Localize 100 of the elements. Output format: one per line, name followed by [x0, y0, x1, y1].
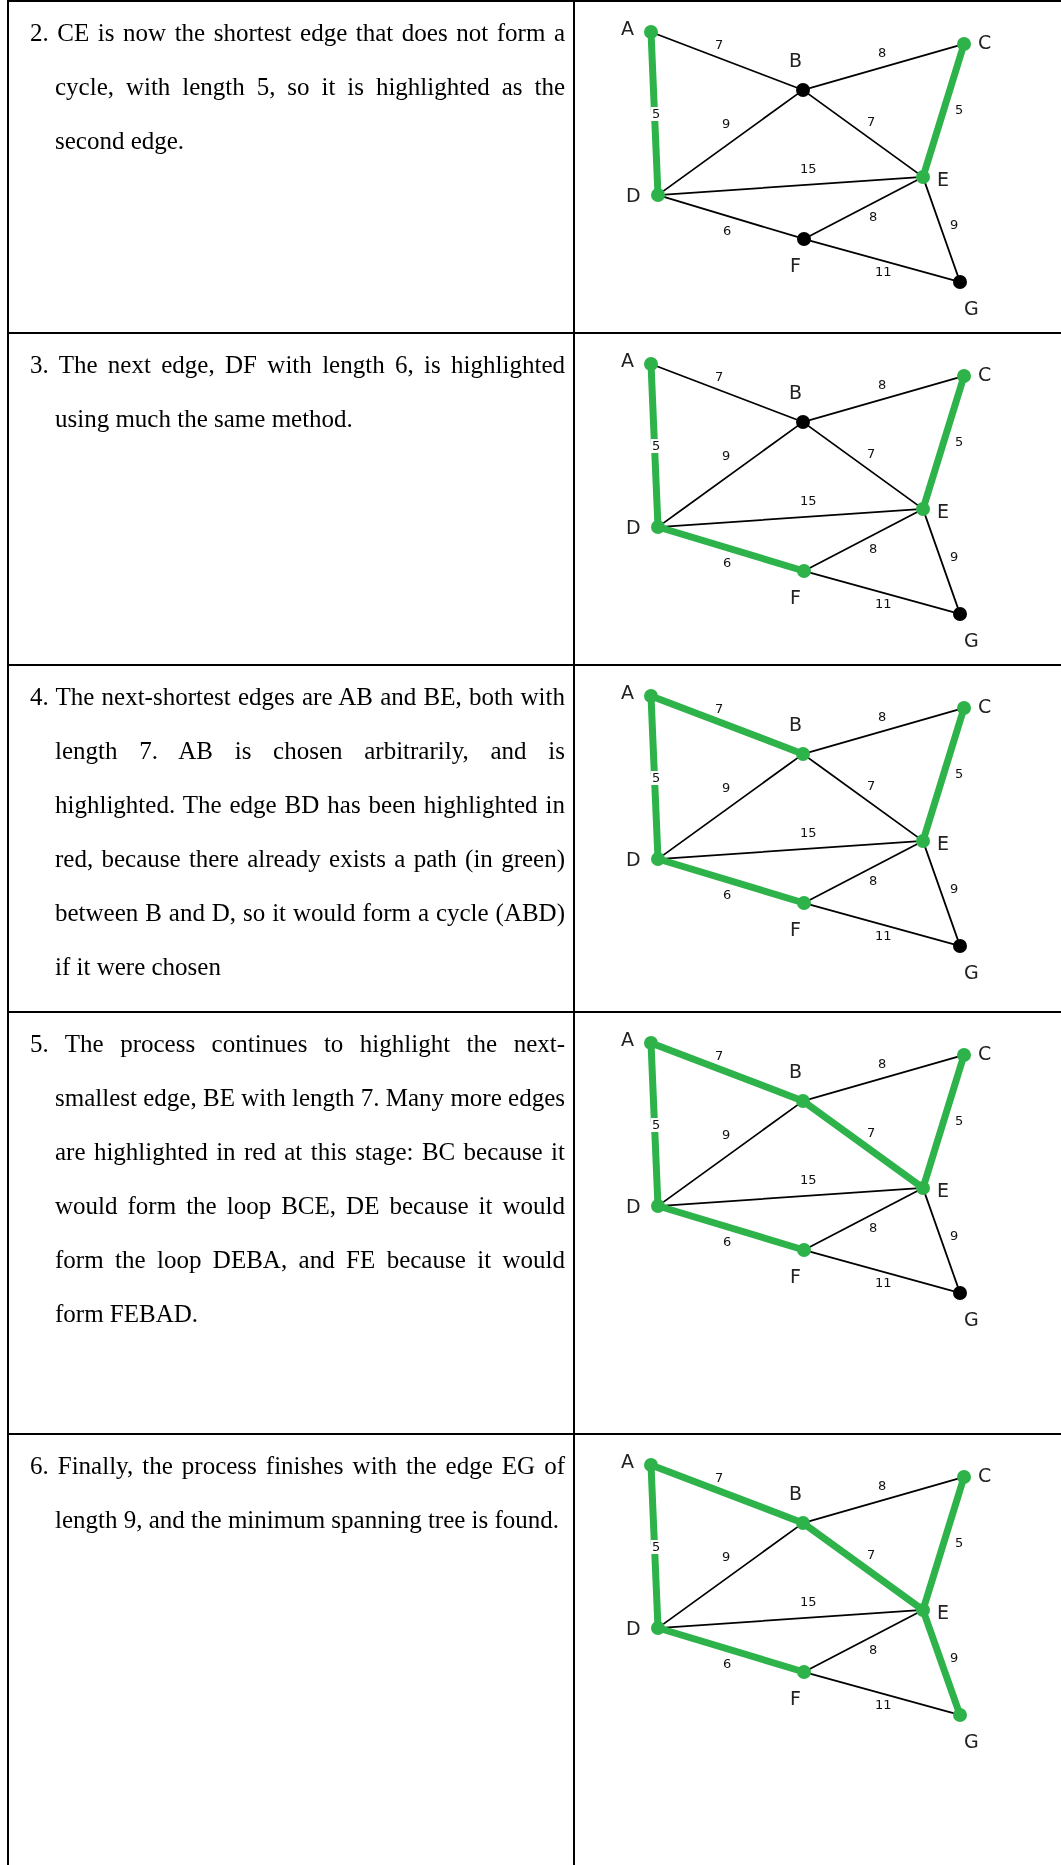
vertex-label: E	[937, 1180, 949, 1200]
graph-edge	[662, 93, 799, 192]
graph-edge	[662, 1104, 799, 1203]
graph-edge	[807, 425, 919, 506]
edge-label: 6	[722, 1657, 733, 1671]
graph-edge	[921, 711, 966, 838]
vertex-label: D	[626, 517, 641, 537]
step-description: 3. The next edge, DF with length 6, is highlighted using much the same method.	[29, 350, 565, 434]
vertex-dot	[957, 1470, 971, 1484]
vertex-dot	[644, 357, 658, 371]
vertex-label: G	[964, 298, 979, 318]
vertex-dot	[651, 852, 665, 866]
edge-label: 6	[722, 556, 733, 570]
graph-edge	[662, 757, 799, 856]
edge-label: 8	[877, 1057, 888, 1071]
vertex-label: C	[978, 1043, 992, 1063]
graph-edge	[924, 1193, 959, 1288]
vertex-dot	[797, 564, 811, 578]
edge-label: 15	[799, 1173, 818, 1187]
edge-label: 8	[868, 1643, 879, 1657]
vertex-dot	[644, 689, 658, 703]
graph-edge	[808, 1478, 959, 1522]
vertex-dot	[957, 1048, 971, 1062]
vertex-label: B	[789, 382, 803, 402]
graph-edge	[921, 1058, 966, 1185]
vertex-dot	[651, 1199, 665, 1213]
graph-edge	[808, 377, 959, 421]
graph-edge	[662, 425, 799, 524]
vertex-label: F	[790, 1688, 801, 1708]
graph-edge	[656, 365, 798, 421]
edge-label: 7	[714, 1471, 725, 1485]
graph-edge	[656, 33, 798, 89]
edge-label: 8	[868, 1221, 879, 1235]
edge-label: 7	[866, 779, 877, 793]
edge-label: 9	[721, 117, 732, 131]
vertex-dot	[644, 1036, 658, 1050]
edge-label: 11	[874, 929, 893, 943]
vertex-label: F	[790, 255, 801, 275]
vertex-label: A	[621, 1029, 634, 1049]
vertex-dot	[651, 1621, 665, 1635]
vertex-dot	[796, 1094, 810, 1108]
vertex-label: B	[789, 1061, 803, 1081]
graph-edge	[664, 840, 917, 860]
edge-label: 5	[651, 439, 662, 453]
graph-edge	[808, 1056, 959, 1100]
vertex-dot	[796, 747, 810, 761]
graph-edge	[809, 1612, 918, 1670]
graph-edge	[808, 45, 959, 89]
vertex-label: F	[790, 1266, 801, 1286]
edge-label: 6	[722, 224, 733, 238]
edge-label: 5	[954, 435, 965, 449]
graph-edge	[807, 93, 919, 174]
vertex-label: G	[964, 962, 979, 982]
edge-label: 6	[722, 888, 733, 902]
edge-label: 5	[651, 771, 662, 785]
vertex-label: E	[937, 501, 949, 521]
edge-label: 8	[877, 1479, 888, 1493]
vertex-dot	[797, 1243, 811, 1257]
edge-label: 7	[866, 115, 877, 129]
edge-label: 5	[651, 1118, 662, 1132]
step-description: 6. Finally, the process finishes with the edge EG of length 9, and the minimum spanning tree is found.	[29, 1451, 565, 1535]
vertex-dot	[916, 1181, 930, 1195]
vertex-label: C	[978, 32, 992, 52]
graph-edge	[661, 1204, 801, 1252]
vertex-dot	[796, 83, 810, 97]
edge-label: 5	[954, 767, 965, 781]
edge-label: 9	[949, 882, 960, 896]
vertex-label: D	[626, 1618, 641, 1638]
vertex-label: C	[978, 1465, 992, 1485]
vertex-label: G	[964, 1731, 979, 1751]
vertex-label: E	[937, 169, 949, 189]
edge-label: 15	[799, 1595, 818, 1609]
edge-label: 9	[721, 1550, 732, 1564]
graph-edge	[924, 514, 959, 609]
edge-label: 8	[868, 210, 879, 224]
edge-label: 5	[954, 1114, 965, 1128]
vertex-label: D	[626, 1196, 641, 1216]
graph-edge	[924, 846, 959, 941]
edge-label: 8	[868, 542, 879, 556]
vertex-label: A	[621, 350, 634, 370]
graph-edge	[662, 1526, 799, 1625]
edge-label: 7	[866, 447, 877, 461]
graph-edge	[805, 1101, 921, 1188]
edge-label: 15	[799, 826, 818, 840]
vertex-dot	[916, 170, 930, 184]
vertex-label: E	[937, 1602, 949, 1622]
graph-edge	[809, 571, 955, 614]
graph-edge	[809, 179, 918, 237]
vertex-label: B	[789, 714, 803, 734]
graph-edge	[654, 1464, 800, 1524]
vertex-label: F	[790, 587, 801, 607]
vertex-label: F	[790, 919, 801, 939]
edge-label: 7	[714, 38, 725, 52]
vertex-dot	[651, 188, 665, 202]
vertex-label: B	[789, 1483, 803, 1503]
graph-edge	[661, 1626, 801, 1674]
graph-edge	[809, 1250, 955, 1293]
edge-label: 5	[954, 103, 965, 117]
vertex-dot	[957, 701, 971, 715]
vertex-dot	[953, 939, 967, 953]
